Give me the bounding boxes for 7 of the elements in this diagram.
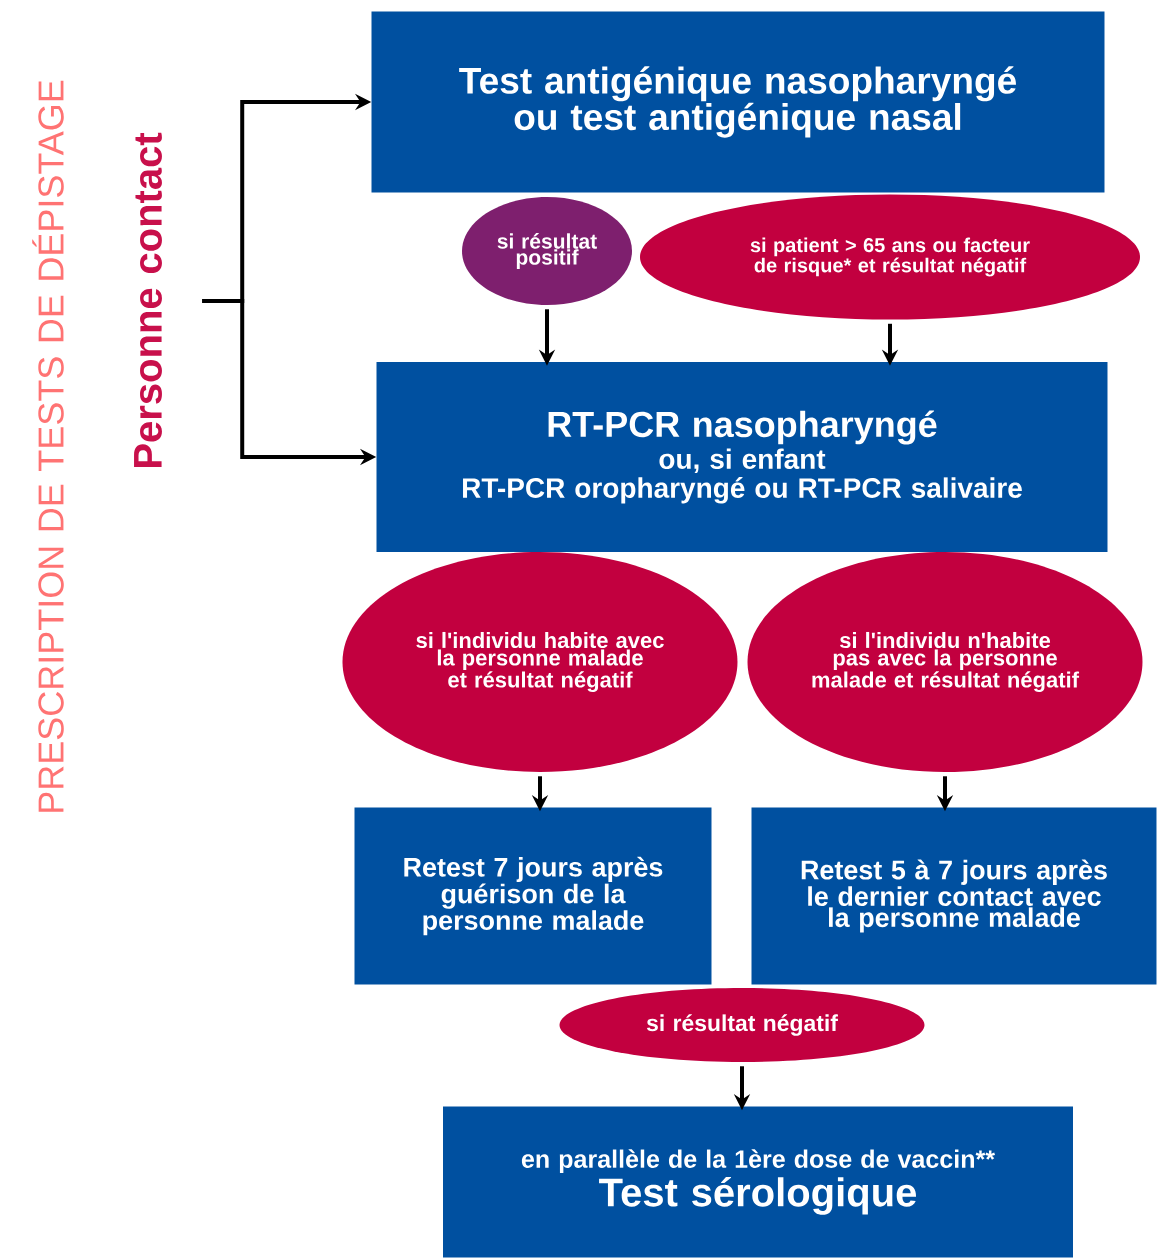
- process-box: en parallèle de la 1ère dose de vaccin** Test sérologique: [443, 1106, 1073, 1258]
- process-box: RT-PCR nasopharyngé ou, si enfant RT-PCR oropharyngé ou RT-PCR salivaire: [376, 362, 1108, 552]
- process-box: Retest 7 jours après guérison de la personne malade: [354, 807, 712, 985]
- vertical-label: Personne contact: [134, 132, 162, 467]
- process-box: Retest 5 à 7 jours après le dernier contact avec la personne malade: [751, 807, 1157, 985]
- process-box: Test antigénique nasopharyngé ou test antigénique nasal: [371, 11, 1105, 193]
- vertical-title: PRESCRIPTION DE TESTS DE DÉPISTAGE: [32, 80, 64, 812]
